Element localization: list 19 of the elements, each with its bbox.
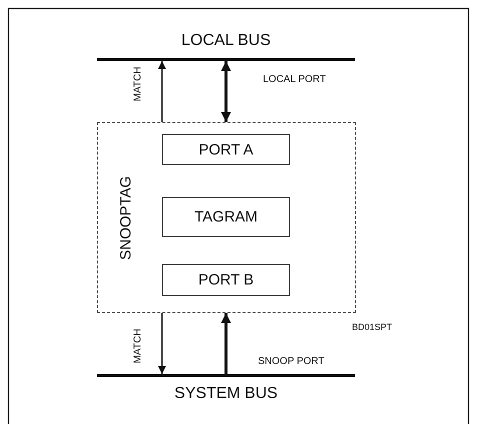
dashed-boundary	[97, 122, 356, 313]
arrow	[158, 61, 166, 122]
edge-label: SNOOP PORT	[258, 356, 324, 367]
block-box	[162, 134, 290, 165]
bus-label: SYSTEM BUS	[174, 385, 278, 403]
arrow	[158, 313, 166, 374]
edge-label: MATCH	[132, 66, 144, 102]
block-label: PORT A	[198, 141, 254, 158]
figure-code: BD01SPT	[352, 322, 392, 332]
block-label: PORT B	[198, 272, 254, 288]
arrow	[221, 61, 231, 122]
edge-label: MATCH	[132, 328, 144, 364]
block-label: TAGRAM	[194, 208, 258, 226]
arrow	[221, 313, 231, 374]
bus-label: LOCAL BUS	[181, 32, 271, 50]
edge-label: LOCAL PORT	[263, 74, 326, 85]
block-box	[162, 197, 290, 237]
block-box	[162, 264, 290, 296]
group-label: SNOOPTAG	[118, 176, 134, 260]
